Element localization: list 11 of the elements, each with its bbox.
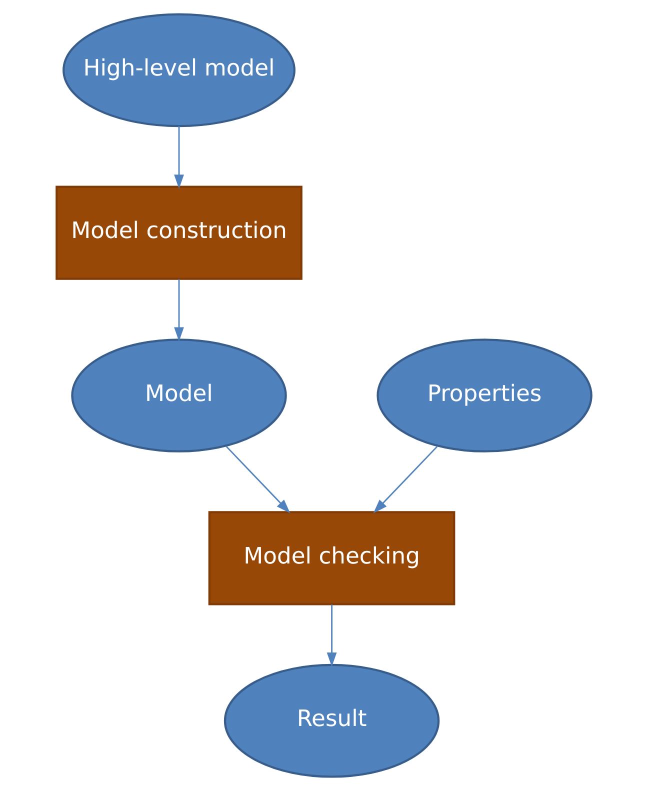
arrow: [326, 604, 336, 667]
node-box: Model checking: [208, 511, 455, 606]
arrow: [372, 446, 438, 514]
node-box: Model construction: [55, 186, 302, 280]
arrow: [174, 126, 184, 189]
node-ellipse: Model: [70, 338, 286, 452]
node-ellipse: High-level model: [62, 13, 295, 128]
node-ellipse: Result: [223, 664, 440, 778]
arrow: [225, 446, 290, 514]
node-ellipse: Properties: [376, 338, 592, 452]
arrow: [174, 279, 184, 342]
